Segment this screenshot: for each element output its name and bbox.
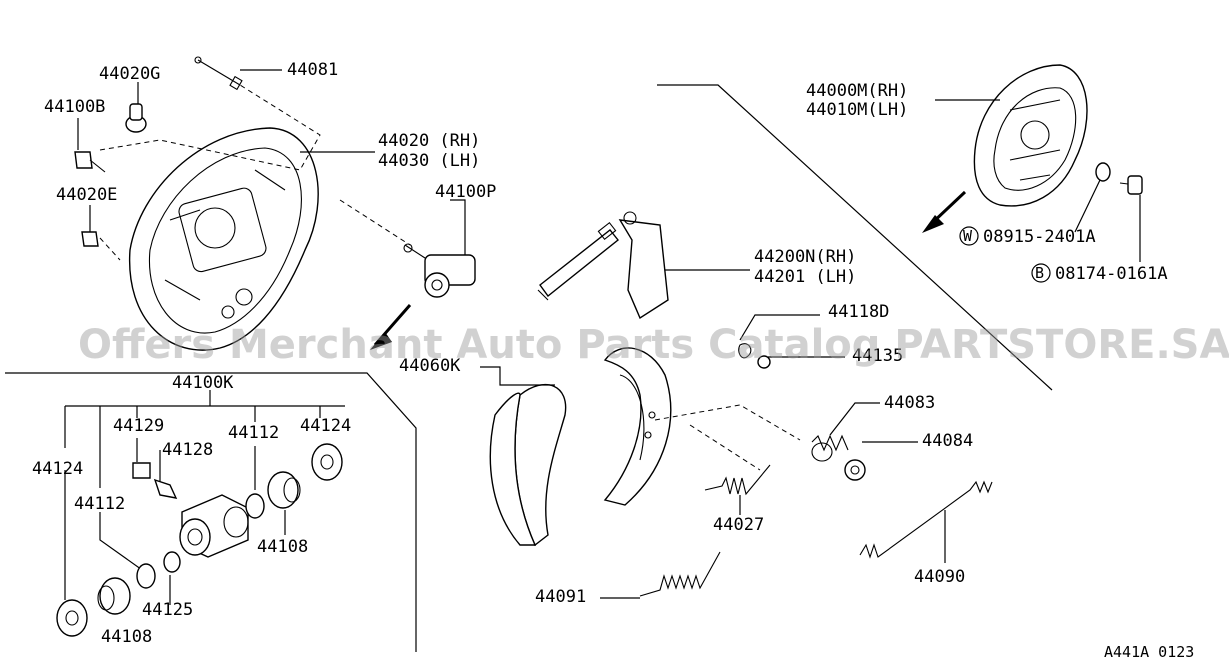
front-arrow-right-icon	[922, 190, 967, 233]
circled-b-icon: B	[1031, 263, 1051, 283]
label-44100P: 44100P	[435, 182, 496, 202]
kit-frame	[5, 372, 417, 652]
label-44027: 44027	[713, 515, 764, 535]
label-44090: 44090	[914, 567, 965, 587]
label-44020E: 44020E	[56, 185, 117, 205]
label-44081: 44081	[287, 60, 338, 80]
kit-bleeder[interactable]	[153, 478, 178, 499]
plug-small[interactable]	[81, 231, 99, 247]
bleeder-screw[interactable]	[74, 151, 106, 173]
label-44020-rh: 44020 (RH)	[378, 131, 480, 151]
watermark: Offers Merchant Auto Parts Catalog PARTS…	[78, 322, 1229, 368]
retainer-clip[interactable]	[738, 343, 752, 359]
e-ring[interactable]	[757, 355, 771, 369]
backing-plate[interactable]	[128, 127, 319, 351]
label-44124-left: 44124	[32, 459, 83, 479]
brake-shoe-right[interactable]	[603, 347, 672, 506]
wheel-cylinder-assembly[interactable]	[403, 243, 476, 298]
shoe-hold-pin[interactable]	[194, 56, 243, 91]
label-08915-2401A: 08915-2401A	[983, 227, 1096, 247]
circled-w-icon: W	[959, 226, 979, 246]
label-44128: 44128	[162, 440, 213, 460]
kit-cap[interactable]	[132, 462, 151, 479]
spring-44083[interactable]	[811, 434, 849, 462]
label-44030-lh: 44030 (LH)	[378, 151, 480, 171]
label-44108-left: 44108	[101, 627, 152, 647]
label-44108-right: 44108	[257, 537, 308, 557]
label-44129: 44129	[113, 416, 164, 436]
label-44124-right: 44124	[300, 416, 351, 436]
kit-wheel-cylinder[interactable]	[179, 494, 249, 558]
svg-text:W: W	[963, 227, 973, 245]
label-44100B: 44100B	[44, 97, 105, 117]
kit-spring[interactable]	[163, 551, 181, 573]
spring-44027[interactable]	[704, 464, 771, 496]
figure-code: A441A 0123	[1104, 643, 1194, 661]
label-44084: 44084	[922, 431, 973, 451]
kit-piston-left[interactable]	[136, 563, 156, 589]
brake-shoe-left[interactable]	[489, 384, 567, 547]
kit-boot-right[interactable]	[311, 443, 343, 481]
label-44100K: 44100K	[172, 373, 234, 393]
kit-boot-left[interactable]	[56, 599, 88, 637]
washer[interactable]	[1095, 162, 1111, 182]
kit-piston-right[interactable]	[245, 493, 265, 519]
label-44112-right: 44112	[228, 423, 279, 443]
label-44112-left: 44112	[74, 494, 125, 514]
adjuster-assembly[interactable]	[537, 211, 669, 320]
label-44118D: 44118D	[828, 302, 889, 322]
return-spring-44091[interactable]	[639, 551, 721, 597]
label-44091: 44091	[535, 587, 586, 607]
label-44135: 44135	[852, 346, 903, 366]
adjuster-spring-44090[interactable]	[859, 480, 993, 559]
spring-retainer-cup[interactable]	[844, 459, 866, 481]
brake-assembly[interactable]	[973, 64, 1088, 207]
label-44125: 44125	[142, 600, 193, 620]
label-44201-lh: 44201 (LH)	[754, 267, 856, 287]
label-44010M-lh: 44010M(LH)	[806, 100, 908, 120]
label-44083: 44083	[884, 393, 935, 413]
label-44020G: 44020G	[99, 64, 160, 84]
label-44000M-rh: 44000M(RH)	[806, 81, 908, 101]
svg-text:B: B	[1035, 264, 1044, 282]
label-08174-0161A: 08174-0161A	[1055, 264, 1168, 284]
divider-line	[657, 84, 1053, 391]
front-arrow-left-icon	[370, 304, 412, 350]
label-44200N-rh: 44200N(RH)	[754, 247, 856, 267]
kit-cup-left[interactable]	[97, 577, 131, 615]
plug-grommet[interactable]	[125, 103, 147, 133]
kit-cup-right[interactable]	[267, 471, 301, 509]
label-44060K: 44060K	[399, 356, 461, 376]
bolt[interactable]	[1119, 175, 1143, 195]
